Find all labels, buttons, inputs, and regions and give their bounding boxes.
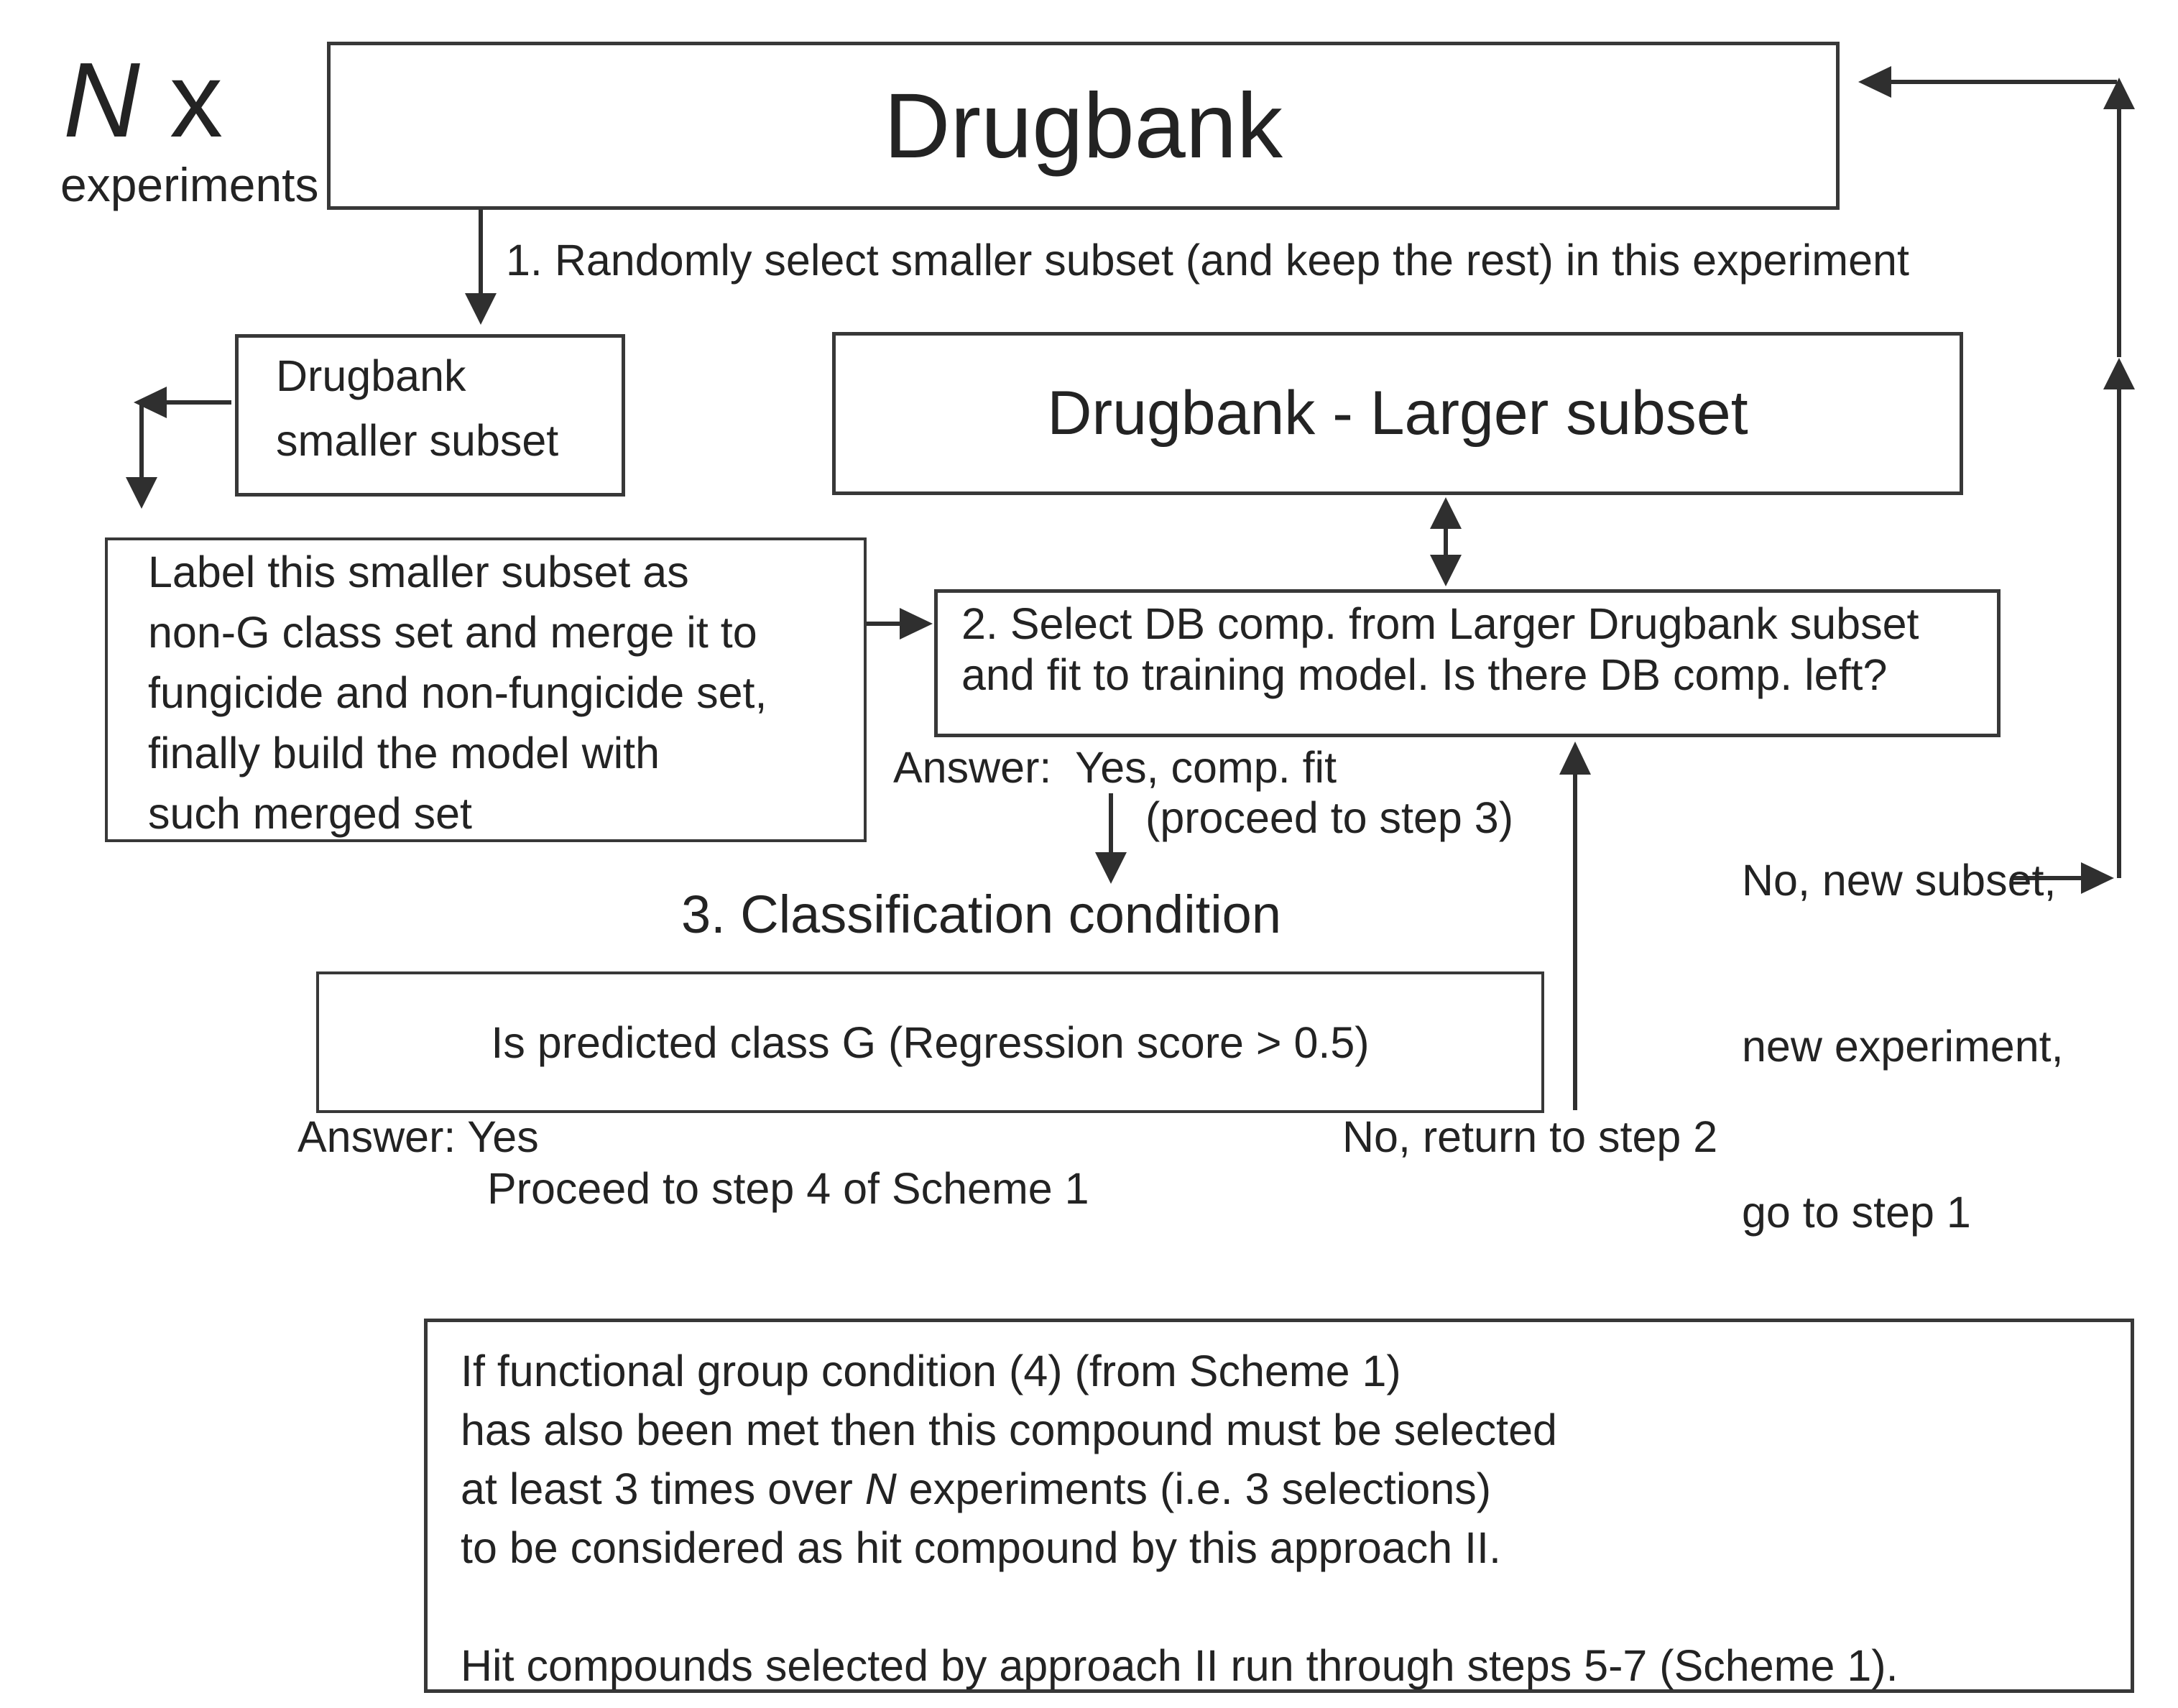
- experiments-label: experiments: [60, 158, 319, 211]
- step3-answer-yes: Answer: Yes: [297, 1112, 539, 1161]
- smaller-subset-line1: Drugbank: [276, 351, 466, 400]
- step2-answer-yes-sub: (proceed to step 3): [1145, 793, 1514, 842]
- arrow-elbow-down-to-label-box: [126, 404, 157, 509]
- arrow-yes-to-step3: [1095, 793, 1127, 884]
- arrow-double-larger-subset-step2: [1430, 497, 1462, 586]
- final-line3-pre: at least 3 times over: [461, 1464, 865, 1513]
- answer-no-line3: go to step 1: [1742, 1188, 1971, 1237]
- n-italic: N: [63, 41, 140, 160]
- final-line4: to be considered as hit compound by this…: [461, 1523, 1501, 1572]
- label-box-line2: non-G class set and merge it to: [148, 608, 757, 657]
- larger-subset-title: Drugbank - Larger subset: [1047, 379, 1748, 448]
- answer-no-line1: No, new subset,: [1742, 856, 2057, 905]
- final-blank-line: [461, 1577, 2131, 1636]
- step2-line2: and fit to training model. Is there DB c…: [961, 650, 1888, 699]
- label-box-line5: such merged set: [148, 789, 472, 838]
- final-line6: Hit compounds selected by approach II ru…: [461, 1641, 1898, 1690]
- step2-answer-yes: Answer: Yes, comp. fit: [893, 743, 1337, 792]
- label-box-line3: fungicide and non-fungicide set,: [148, 668, 767, 717]
- label-merge-box: Label this smaller subset as non-G class…: [105, 537, 867, 842]
- step2-answer-no: No, new subset, new experiment, go to st…: [1742, 742, 2064, 1351]
- step2-line1: 2. Select DB comp. from Larger Drugbank …: [961, 599, 1919, 648]
- n-experiments-label: N x: [63, 47, 223, 154]
- x-multiplier: x: [139, 41, 223, 160]
- final-line3-n-italic: N: [864, 1464, 897, 1513]
- arrow-label-box-to-step2: [867, 608, 933, 640]
- final-line2: has also been met then this compound mus…: [461, 1405, 1557, 1454]
- label-box-line1: Label this smaller subset as: [148, 548, 689, 596]
- drugbank-box: Drugbank: [327, 42, 1840, 210]
- answer-no-line2: new experiment,: [1742, 1022, 2064, 1071]
- smaller-subset-line2: smaller subset: [276, 416, 559, 465]
- classification-box: Is predicted class G (Regression score >…: [316, 971, 1544, 1113]
- final-condition-box: If functional group condition (4) (from …: [424, 1319, 2134, 1693]
- arrow-no-return-to-step2: [1559, 742, 1591, 1110]
- arrow-smaller-subset-left: [134, 387, 231, 418]
- drugbank-larger-subset-box: Drugbank - Larger subset: [832, 332, 1963, 495]
- label-box-line4: finally build the model with: [148, 729, 660, 777]
- final-line1: If functional group condition (4) (from …: [461, 1347, 1401, 1395]
- final-line3-post: experiments (i.e. 3 selections): [896, 1464, 1492, 1513]
- step3-heading: 3. Classification condition: [681, 885, 1281, 944]
- step2-box: 2. Select DB comp. from Larger Drugbank …: [934, 589, 2001, 737]
- final-line3: at least 3 times over N experiments (i.e…: [461, 1459, 2131, 1518]
- step3-answer-no: No, return to step 2: [1342, 1112, 1718, 1161]
- step3-proceed-text: Proceed to step 4 of Scheme 1: [487, 1164, 1089, 1213]
- classification-text: Is predicted class G (Regression score >…: [491, 1017, 1370, 1067]
- drugbank-title: Drugbank: [884, 74, 1283, 177]
- step1-text: 1. Randomly select smaller subset (and k…: [506, 236, 1909, 285]
- drugbank-smaller-subset-box: Drugbank smaller subset: [235, 334, 625, 497]
- arrow-drugbank-to-step1: [465, 210, 497, 325]
